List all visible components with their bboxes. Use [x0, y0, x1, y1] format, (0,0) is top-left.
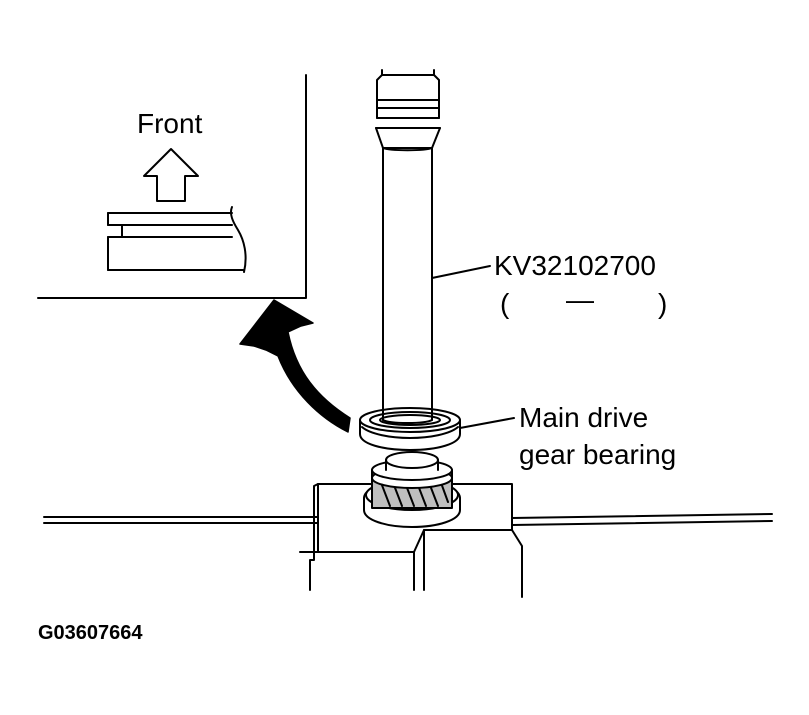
tool-alt-close-paren: )	[658, 288, 668, 319]
tool-number-label: KV32102700	[494, 250, 656, 281]
inset-detail-box	[37, 74, 307, 299]
tool-alt-dash: —	[566, 284, 594, 315]
tool-leader-line	[431, 265, 491, 279]
bearing-label-line2: gear bearing	[519, 439, 677, 470]
bearing-label-line1: Main drive	[519, 402, 649, 433]
bearing-on-shaft	[359, 407, 461, 451]
front-arrow-icon	[143, 148, 199, 202]
drift-tool-kv32102700	[375, 69, 441, 424]
bearing-leader-line	[459, 417, 515, 429]
inset-bearing-section	[107, 206, 247, 273]
curved-arrow-icon	[239, 299, 351, 433]
main-drive-gear	[363, 451, 461, 528]
tool-alt-open-paren: (	[500, 288, 510, 319]
front-label: Front	[137, 108, 203, 139]
bench-surface	[43, 513, 773, 526]
figure-code: G03607664	[38, 622, 143, 644]
